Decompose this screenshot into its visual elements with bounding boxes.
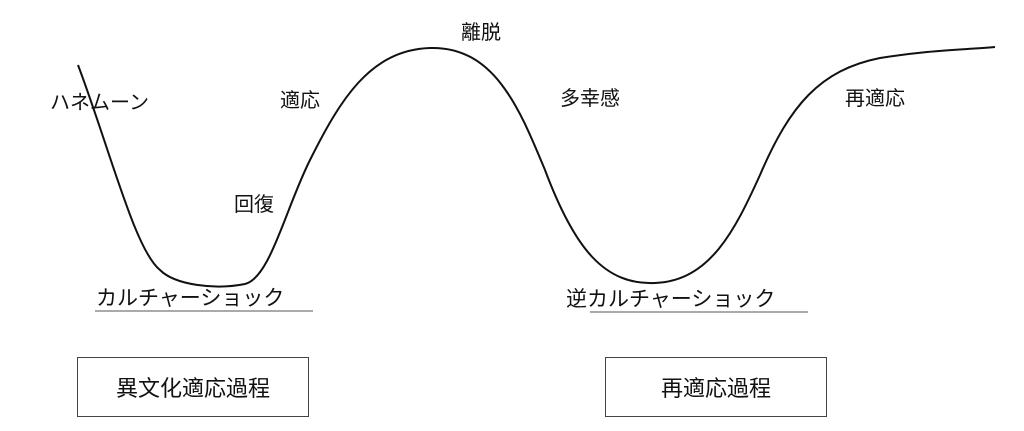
stage-recovery: 回復: [234, 192, 274, 216]
adjustment-curve: [77, 46, 996, 288]
reverse-culture-shock-underline: [590, 311, 808, 313]
intercultural-adaptation-box: 異文化適応過程: [77, 357, 309, 417]
stage-adaptation: 適応: [280, 88, 320, 112]
stage-withdrawal: 離脱: [461, 20, 501, 44]
reverse-culture-shock-label: 逆カルチャーショック: [566, 287, 776, 311]
readaptation-process-label: 再適応過程: [660, 377, 771, 402]
readaptation-process-box: 再適応過程: [605, 357, 827, 417]
culture-shock-label: カルチャーショック: [96, 286, 285, 310]
stage-euphoria: 多幸感: [560, 86, 620, 110]
intercultural-adaptation-label: 異文化適応過程: [115, 377, 270, 402]
stage-honeymoon: ハネムーン: [50, 90, 149, 114]
stage-readaptation: 再適応: [845, 86, 905, 110]
culture-shock-underline: [95, 310, 313, 312]
